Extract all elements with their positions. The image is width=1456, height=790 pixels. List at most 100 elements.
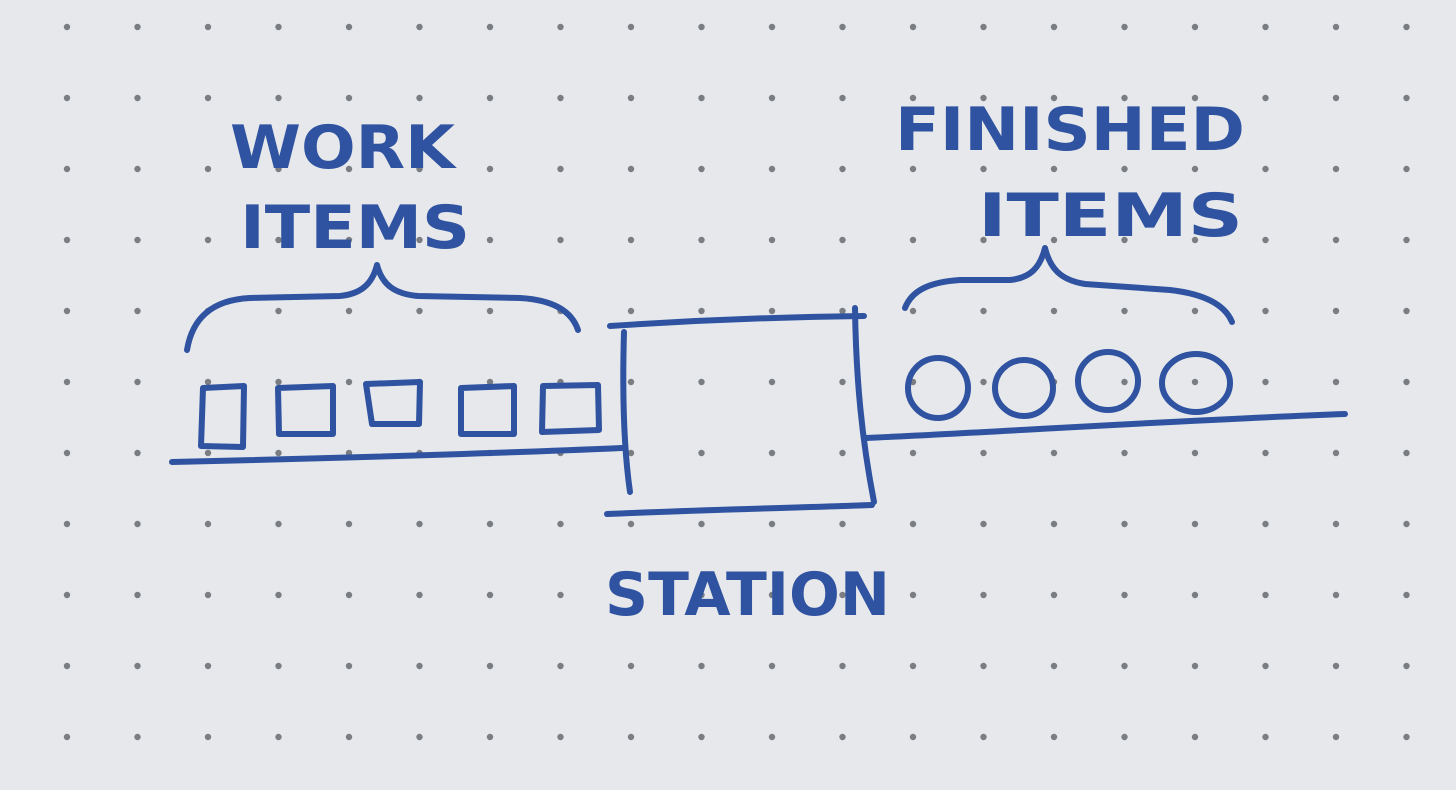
grid-dot xyxy=(204,378,212,386)
station-box xyxy=(604,305,877,517)
grid-dot xyxy=(1121,733,1128,741)
grid-dot xyxy=(486,520,494,528)
grid-dot xyxy=(1403,520,1410,528)
grid-dot xyxy=(1403,733,1410,741)
grid-dot xyxy=(1332,662,1340,670)
grid-dot xyxy=(1262,591,1269,599)
grid-dot xyxy=(275,94,282,102)
grid-dot xyxy=(1332,733,1340,741)
grid-dot xyxy=(275,733,282,741)
grid-dot xyxy=(698,449,705,457)
grid-dot xyxy=(1050,165,1058,173)
grid-dot xyxy=(698,591,705,599)
finished-item xyxy=(992,357,1056,419)
grid-dot xyxy=(1403,591,1410,599)
work-items-brace xyxy=(184,262,581,353)
grid-dot xyxy=(486,94,494,102)
grid-dot xyxy=(1191,307,1199,315)
grid-dot xyxy=(1403,378,1410,386)
grid-dot xyxy=(204,520,212,528)
grid-dot xyxy=(980,662,987,670)
grid-dot xyxy=(204,236,212,244)
grid-dot xyxy=(627,662,635,670)
grid-dot xyxy=(204,94,212,102)
grid-dot xyxy=(1332,94,1340,102)
grid-dot xyxy=(557,733,564,741)
grid-dot xyxy=(1191,520,1199,528)
grid-dot xyxy=(698,94,705,102)
grid-dot xyxy=(416,662,423,670)
finished-items-label-line2: ITEMS xyxy=(978,181,1243,251)
grid-dot xyxy=(768,733,776,741)
grid-dot xyxy=(1050,520,1058,528)
grid-dot xyxy=(134,591,141,599)
grid-dot xyxy=(1262,165,1269,173)
grid-dot xyxy=(1050,662,1058,670)
grid-dot xyxy=(980,94,987,102)
grid-dot xyxy=(1403,165,1410,173)
grid-dot xyxy=(768,378,776,386)
grid-dot xyxy=(698,733,705,741)
finished-item xyxy=(905,355,971,421)
grid-dot xyxy=(980,449,987,457)
grid-dot xyxy=(345,520,353,528)
grid-dot xyxy=(1403,94,1410,102)
grid-dot xyxy=(1262,23,1269,31)
grid-dot xyxy=(698,165,705,173)
grid-dot xyxy=(1262,378,1269,386)
grid-dot xyxy=(627,733,635,741)
grid-dot xyxy=(486,307,494,315)
grid-dot xyxy=(486,236,494,244)
grid-dot xyxy=(204,449,212,457)
grid-dot xyxy=(1191,449,1199,457)
grid-dot xyxy=(1191,23,1199,31)
grid-dot xyxy=(1262,662,1269,670)
grid-dot xyxy=(486,662,494,670)
grid-dot xyxy=(627,378,635,386)
grid-dot xyxy=(839,449,846,457)
grid-dot xyxy=(416,165,423,173)
grid-dot xyxy=(275,662,282,670)
grid-dot xyxy=(134,662,141,670)
grid-dot xyxy=(345,23,353,31)
grid-dot xyxy=(275,23,282,31)
grid-dot xyxy=(980,591,987,599)
grid-dot xyxy=(134,165,141,173)
grid-dot xyxy=(1050,591,1058,599)
grid-dot xyxy=(1403,307,1410,315)
grid-dot xyxy=(1332,165,1340,173)
grid-dot xyxy=(1191,236,1199,244)
grid-dot xyxy=(839,591,846,599)
grid-dot xyxy=(1262,520,1269,528)
grid-dot xyxy=(839,733,846,741)
grid-dot xyxy=(627,236,635,244)
grid-dot xyxy=(1332,591,1340,599)
grid-dot xyxy=(134,378,141,386)
grid-dot xyxy=(557,520,564,528)
grid-dot xyxy=(134,733,141,741)
grid-dot xyxy=(416,520,423,528)
grid-dot xyxy=(486,378,494,386)
grid-dot xyxy=(980,23,987,31)
grid-dot xyxy=(909,307,917,315)
grid-dot xyxy=(275,520,282,528)
grid-dot xyxy=(63,94,71,102)
grid-dot xyxy=(627,165,635,173)
grid-dot xyxy=(1332,378,1340,386)
grid-dot xyxy=(1262,307,1269,315)
grid-dot xyxy=(275,449,282,457)
grid-dot xyxy=(909,520,917,528)
grid-dot xyxy=(486,165,494,173)
grid-dot xyxy=(134,307,141,315)
grid-dot xyxy=(486,23,494,31)
station-label: STATION xyxy=(605,560,890,630)
grid-dot xyxy=(1191,378,1199,386)
grid-dot xyxy=(1191,165,1199,173)
grid-dot xyxy=(768,449,776,457)
grid-dot xyxy=(416,307,423,315)
grid-dot xyxy=(204,165,212,173)
input-conveyor-line xyxy=(169,445,625,465)
grid-dot xyxy=(1121,662,1128,670)
grid-dot xyxy=(345,165,353,173)
grid-dot xyxy=(627,23,635,31)
